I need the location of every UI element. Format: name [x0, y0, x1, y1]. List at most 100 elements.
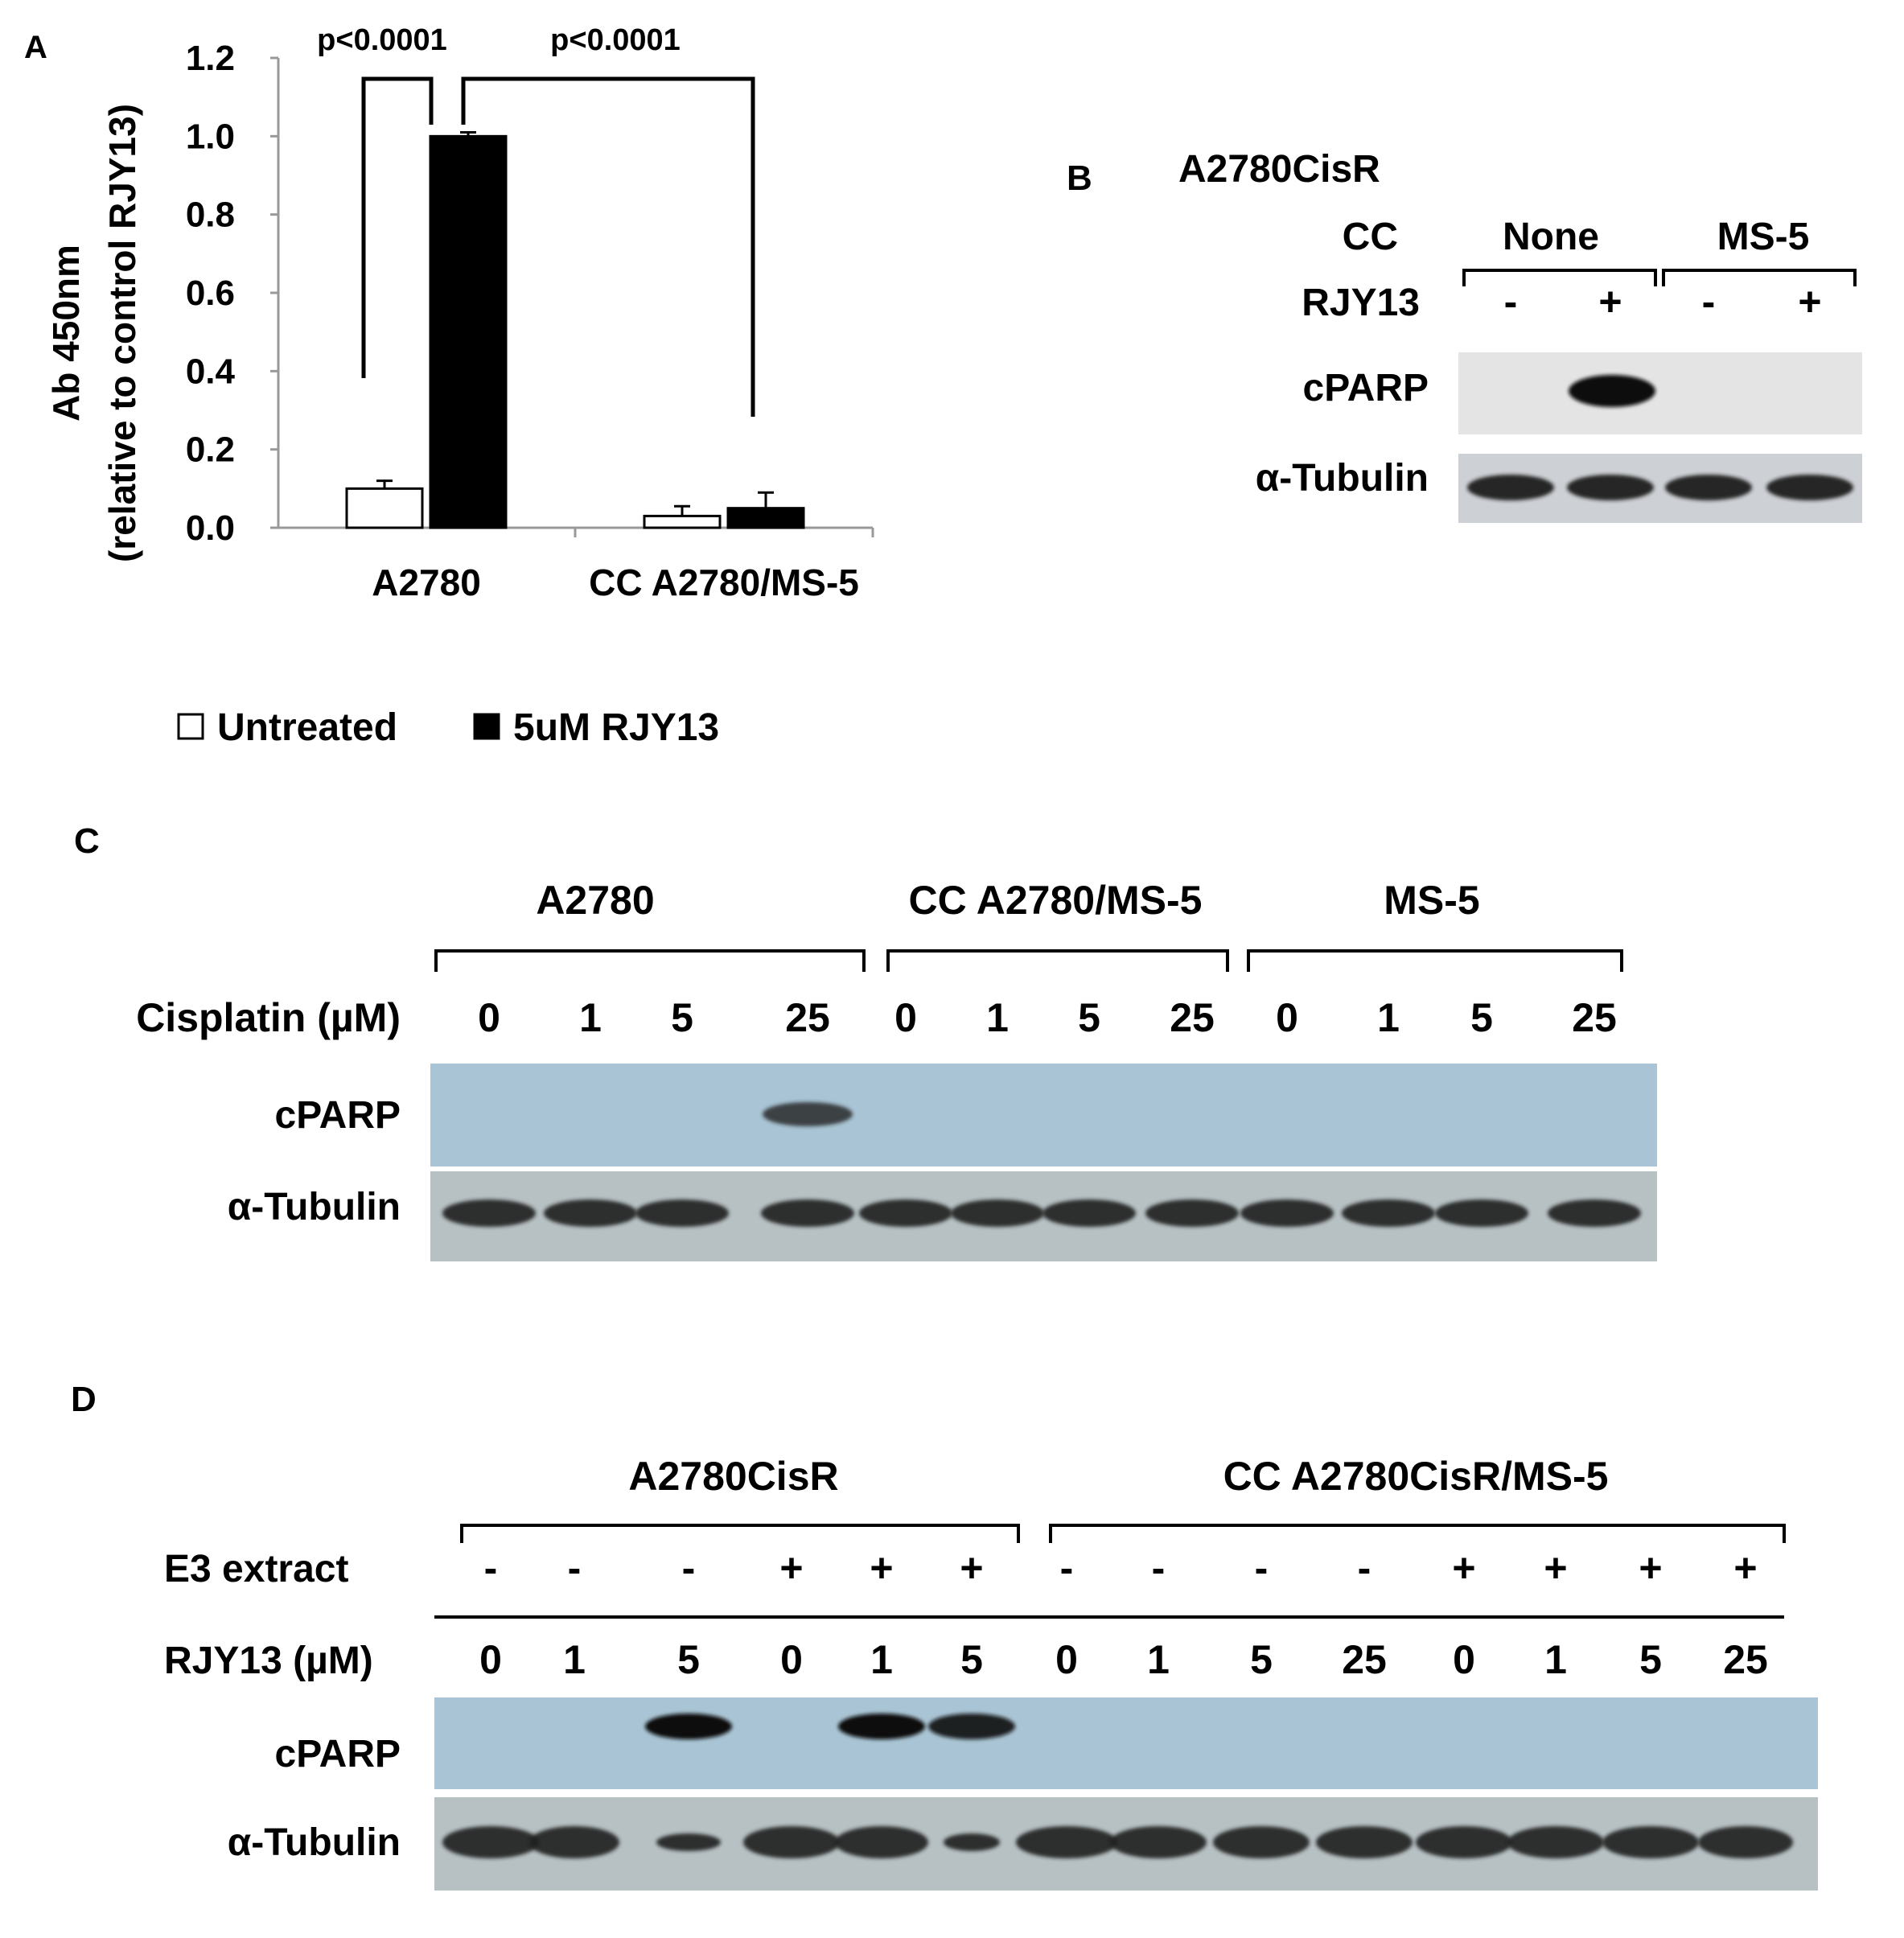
- bar-untreated-1: [643, 514, 722, 529]
- lane-label: +: [1639, 1545, 1662, 1590]
- lane-label: -: [568, 1545, 582, 1590]
- lane-label: +: [870, 1545, 893, 1590]
- tubulin-band: [1145, 1199, 1239, 1227]
- lane-label: 0: [478, 995, 500, 1040]
- tubulin-band: [635, 1199, 729, 1227]
- lane-label: 1: [870, 1637, 893, 1682]
- bar-untreated-0: [345, 487, 424, 529]
- panel-c-bracket-cc: [886, 949, 1229, 972]
- lane-label: +: [1544, 1545, 1567, 1590]
- tubulin-band: [944, 1833, 1000, 1851]
- lane-label: 1: [1544, 1637, 1567, 1682]
- panel-c-bracket-ms5: [1247, 949, 1623, 972]
- panel-c-blot-cparp: [430, 1064, 1657, 1167]
- lane-label: 5: [1639, 1637, 1662, 1682]
- tubulin-band: [761, 1199, 854, 1227]
- lane-label: 25: [1170, 995, 1215, 1040]
- panel-b-row-tubulin: α-Tubulin: [1256, 457, 1429, 500]
- lane-label: 5: [1078, 995, 1100, 1040]
- p-value-left: p<0.0001: [317, 23, 447, 57]
- y-axis-label-secondary: (relative to control RJY13): [101, 104, 143, 562]
- lane-label: 0: [479, 1637, 502, 1682]
- y-tick-label: 0.2: [186, 430, 235, 470]
- lane-label: -: [1255, 1545, 1269, 1590]
- cparp-band: [645, 1714, 732, 1739]
- tubulin-band: [1467, 475, 1554, 500]
- p-value-right: p<0.0001: [550, 23, 681, 57]
- lane-label: 25: [1342, 1637, 1387, 1682]
- y-tick-label: 1.2: [186, 39, 235, 78]
- legend-swatch-untreated: [177, 713, 204, 740]
- panel-c: C A2780 CC A2780/MS-5 MS-5 Cisplatin (µM…: [74, 821, 1657, 1261]
- lane-label: 25: [1723, 1637, 1768, 1682]
- cparp-band: [928, 1714, 1015, 1739]
- lane-label: 25: [1572, 995, 1617, 1040]
- panel-b-cc-label: CC: [1343, 216, 1398, 258]
- panel-d-bracket-a2780cisr: [460, 1524, 1020, 1543]
- x-tick-label: A2780: [372, 562, 481, 603]
- panel-b-group-ms5: MS-5: [1717, 216, 1810, 258]
- lane-label: +: [1798, 279, 1821, 324]
- lane-label: -: [1702, 279, 1716, 324]
- panel-d-bracket-cc: [1049, 1524, 1786, 1543]
- tubulin-band: [1213, 1826, 1310, 1858]
- tubulin-band: [835, 1826, 928, 1858]
- lane-label: 1: [1377, 995, 1400, 1040]
- panel-d-e3-lane-labels: ---+++----++++: [484, 1545, 1758, 1590]
- tubulin-band: [1435, 1199, 1528, 1227]
- panel-b: B A2780CisR CC None MS-5 RJY13 -+-+ cPAR…: [1067, 148, 1862, 523]
- lane-label: 5: [671, 995, 693, 1040]
- tubulin-band: [1665, 475, 1752, 500]
- tubulin-band: [1766, 475, 1853, 500]
- panel-d-blot-cparp: [434, 1697, 1818, 1789]
- lane-label: -: [484, 1545, 498, 1590]
- panel-d-row-cparp: cPARP: [275, 1733, 401, 1775]
- bar-rjy13-0: [429, 134, 508, 529]
- tubulin-band: [1567, 475, 1654, 500]
- panel-b-row-cparp: cPARP: [1303, 367, 1429, 409]
- lane-label: -: [1504, 279, 1518, 324]
- lane-label: +: [779, 1545, 803, 1590]
- panel-d-label: D: [71, 1380, 97, 1419]
- legend: Untreated 5uM RJY13: [177, 706, 719, 749]
- panel-c-row-tubulin: α-Tubulin: [228, 1186, 401, 1228]
- lane-label: +: [960, 1545, 983, 1590]
- lane-label: 5: [1470, 995, 1493, 1040]
- panel-c-bracket-a2780: [434, 949, 866, 972]
- lane-label: 0: [780, 1637, 803, 1682]
- panel-b-cell-line: A2780CisR: [1178, 148, 1380, 191]
- lane-label: 5: [1250, 1637, 1273, 1682]
- y-tick-label: 0.0: [186, 508, 235, 548]
- tubulin-band: [1416, 1826, 1512, 1858]
- tubulin-band: [529, 1826, 619, 1858]
- panel-d: D A2780CisR CC A2780CisR/MS-5 E3 extract…: [71, 1380, 1818, 1891]
- tubulin-band: [743, 1826, 840, 1858]
- tubulin-band: [1110, 1826, 1207, 1858]
- legend-label-untreated: Untreated: [217, 706, 397, 749]
- tubulin-band: [951, 1199, 1044, 1227]
- tubulin-band: [442, 1199, 536, 1227]
- panel-c-group-cc: CC A2780/MS-5: [909, 878, 1203, 923]
- lane-label: -: [682, 1545, 696, 1590]
- lane-label: +: [1733, 1545, 1757, 1590]
- lane-label: 5: [677, 1637, 700, 1682]
- lane-label: 25: [785, 995, 830, 1040]
- panel-d-group-a2780cisr: A2780CisR: [628, 1454, 838, 1499]
- lane-label: 1: [986, 995, 1009, 1040]
- lane-label: +: [1598, 279, 1622, 324]
- tubulin-band: [859, 1199, 952, 1227]
- panel-d-dose-label: RJY13 (µM): [164, 1640, 373, 1682]
- x-tick-label: CC A2780/MS-5: [589, 562, 859, 603]
- panel-b-bracket-none: [1462, 269, 1657, 286]
- lane-label: 0: [1276, 995, 1298, 1040]
- tubulin-band: [1548, 1199, 1641, 1227]
- y-tick-label: 0.6: [186, 274, 235, 313]
- tubulin-band: [1316, 1826, 1413, 1858]
- y-tick-label: 1.0: [186, 117, 235, 156]
- panel-b-rjy-label: RJY13: [1302, 282, 1420, 324]
- lane-label: -: [1358, 1545, 1371, 1590]
- cparp-band: [1569, 375, 1655, 407]
- panel-d-e3-label: E3 extract: [164, 1548, 348, 1590]
- panel-c-row-cparp: cPARP: [275, 1094, 401, 1137]
